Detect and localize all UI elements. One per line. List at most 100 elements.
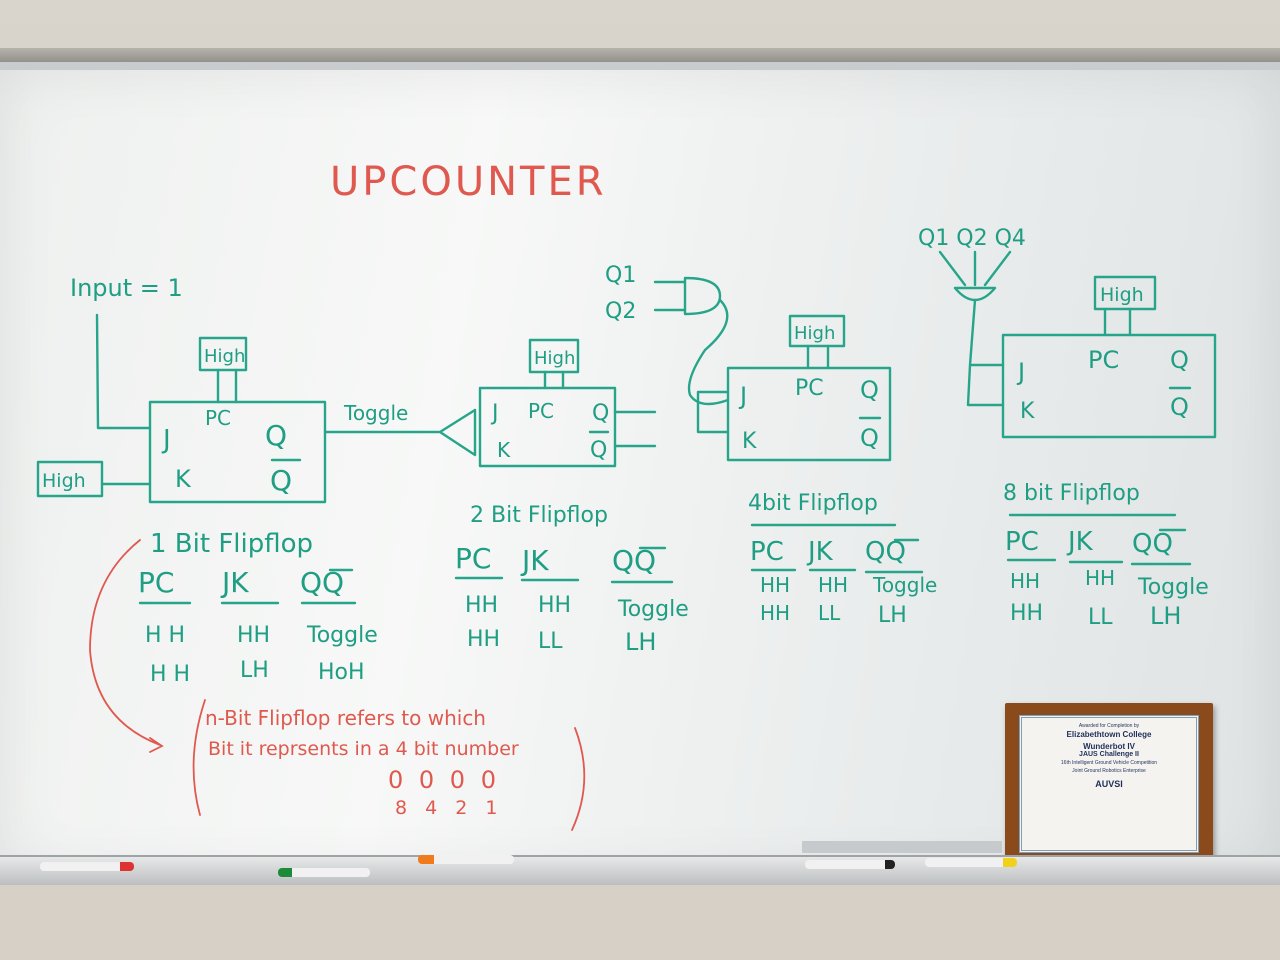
black-marker[interactable] (805, 860, 895, 869)
ff4-k: K (1020, 399, 1035, 424)
marker-tray (0, 855, 1280, 887)
ff1-qbar: Q (270, 464, 292, 497)
award-certificate-frame: Awarded for Completion by Elizabethtown … (1005, 703, 1213, 865)
and3-inputs: Q1 Q2 Q4 (918, 226, 1026, 251)
ff2-name: 2 Bit Flipflop (470, 503, 608, 528)
ff1-high-box (198, 336, 248, 372)
ff1-high-wires (216, 368, 238, 404)
ff2-h-pc: PC (455, 542, 491, 575)
note-parentheses (192, 699, 586, 831)
ff2-q: Q (592, 401, 609, 426)
ff4-high-label: High (1100, 284, 1144, 306)
ff4-r1-jk: HH (1085, 566, 1115, 590)
cert-challenge: JAUS Challenge II (1079, 751, 1139, 759)
ff3-qbar: Q (860, 424, 879, 452)
ff2-r2-qq: LH (625, 628, 656, 656)
ff2-pc: PC (528, 399, 554, 423)
ff4-pc: PC (1088, 346, 1119, 374)
ff3-r1-pc: HH (760, 573, 790, 597)
ff2-table-lines (454, 546, 674, 584)
ff1-table-lines (138, 568, 357, 605)
red-marker[interactable] (40, 862, 134, 871)
and3-output-wire (966, 298, 1005, 407)
ff1-pc: PC (205, 406, 231, 430)
ff2-high-box (528, 338, 580, 374)
board-title: UPCOUNTER (330, 159, 607, 205)
and2-output-wire (687, 298, 730, 406)
ff1-h-pc: PC (138, 566, 174, 599)
ff1-name: 1 Bit Flipflop (150, 529, 313, 559)
ff1-h-qq: QQ (300, 566, 344, 599)
and2-gate (653, 276, 722, 316)
ff1-k: K (175, 465, 192, 493)
ff3-q: Q (860, 376, 879, 404)
ff2-h-qq: QQ (612, 544, 656, 577)
ff2-h-jk: JK (520, 544, 549, 577)
ff3-name: 4bit Flipflop (748, 491, 878, 516)
ff4-h-jk: JK (1066, 527, 1094, 557)
ff4-h-pc: PC (1005, 527, 1039, 557)
ff1-high-label: High (204, 346, 245, 367)
ff3-jk-tie (696, 390, 730, 434)
ff3-r2-qq: LH (878, 603, 907, 628)
cert-event: 16th Intelligent Ground Vehicle Competit… (1060, 760, 1158, 767)
toggle-wire (323, 408, 477, 457)
ff4-r2-jk: LL (1088, 605, 1113, 630)
yellow-marker[interactable] (925, 858, 1017, 867)
ff2-r2-jk: LL (538, 629, 563, 654)
ff4-r1-qq: Toggle (1137, 575, 1209, 600)
ff4-h-qq: QQ (1132, 529, 1173, 559)
note-weights: 8 4 2 1 (395, 797, 503, 819)
ff3-high-box (788, 314, 846, 348)
and3-gate (938, 250, 1012, 302)
ff2-r1-qq: Toggle (617, 597, 689, 622)
ff1-r1-qq: Toggle (306, 623, 378, 648)
ff3-h-jk: JK (806, 537, 834, 567)
ff1-k-high-box (36, 460, 104, 498)
ff4-table-lines (1006, 528, 1192, 566)
orange-marker[interactable] (418, 855, 514, 864)
ff3-r1-jk: HH (818, 573, 848, 597)
award-certificate: Awarded for Completion by Elizabethtown … (1019, 715, 1199, 853)
ff4-q: Q (1170, 346, 1189, 374)
ff2-r2-pc: HH (467, 627, 500, 652)
ff3-table-lines (750, 538, 924, 574)
ff2-high-wires (543, 370, 565, 390)
ff3-r2-pc: HH (760, 601, 790, 625)
cert-auvsi: AUVSI (1095, 778, 1123, 789)
ff4-name: 8 bit Flipflop (1003, 481, 1140, 506)
ff1-r2-qq: HoH (318, 660, 365, 685)
ff3-high-label: High (794, 323, 835, 344)
ff3-j: J (738, 382, 747, 410)
ff4-high-wires (1103, 307, 1132, 337)
wall (0, 885, 1280, 960)
input-wire (95, 313, 152, 430)
cert-org: Joint Ground Robotics Enterprise (1072, 767, 1146, 774)
ff3-r2-jk: LL (818, 601, 841, 625)
cert-college: Elizabethtown College (1066, 729, 1152, 739)
ff1-h-jk: JK (220, 566, 249, 599)
ff4-r1-pc: HH (1010, 569, 1040, 593)
ff4-box (1001, 333, 1217, 439)
ff4-r2-qq: LH (1150, 602, 1181, 630)
ff4-j: J (1016, 358, 1025, 386)
ff1-k-high-label: High (42, 470, 86, 492)
ff2-j: J (490, 401, 499, 426)
ruler[interactable] (802, 841, 1002, 853)
and2-input-q2: Q2 (605, 299, 636, 324)
input-label: Input = 1 (70, 274, 183, 302)
ff2-high-label: High (534, 348, 575, 369)
cert-awarded: Awarded for Completion by (1078, 723, 1140, 729)
toggle-label: Toggle (343, 401, 408, 425)
ff4-qbar: Q (1170, 393, 1189, 421)
ff2-k: K (497, 438, 511, 462)
ff3-k: K (742, 429, 757, 454)
green-marker[interactable] (278, 868, 370, 877)
ff4-r2-pc: HH (1010, 601, 1043, 626)
ff2-box (478, 386, 617, 468)
and2-input-q1: Q1 (605, 263, 636, 288)
ff3-pc: PC (795, 376, 824, 401)
ff2-r1-pc: HH (465, 593, 498, 618)
